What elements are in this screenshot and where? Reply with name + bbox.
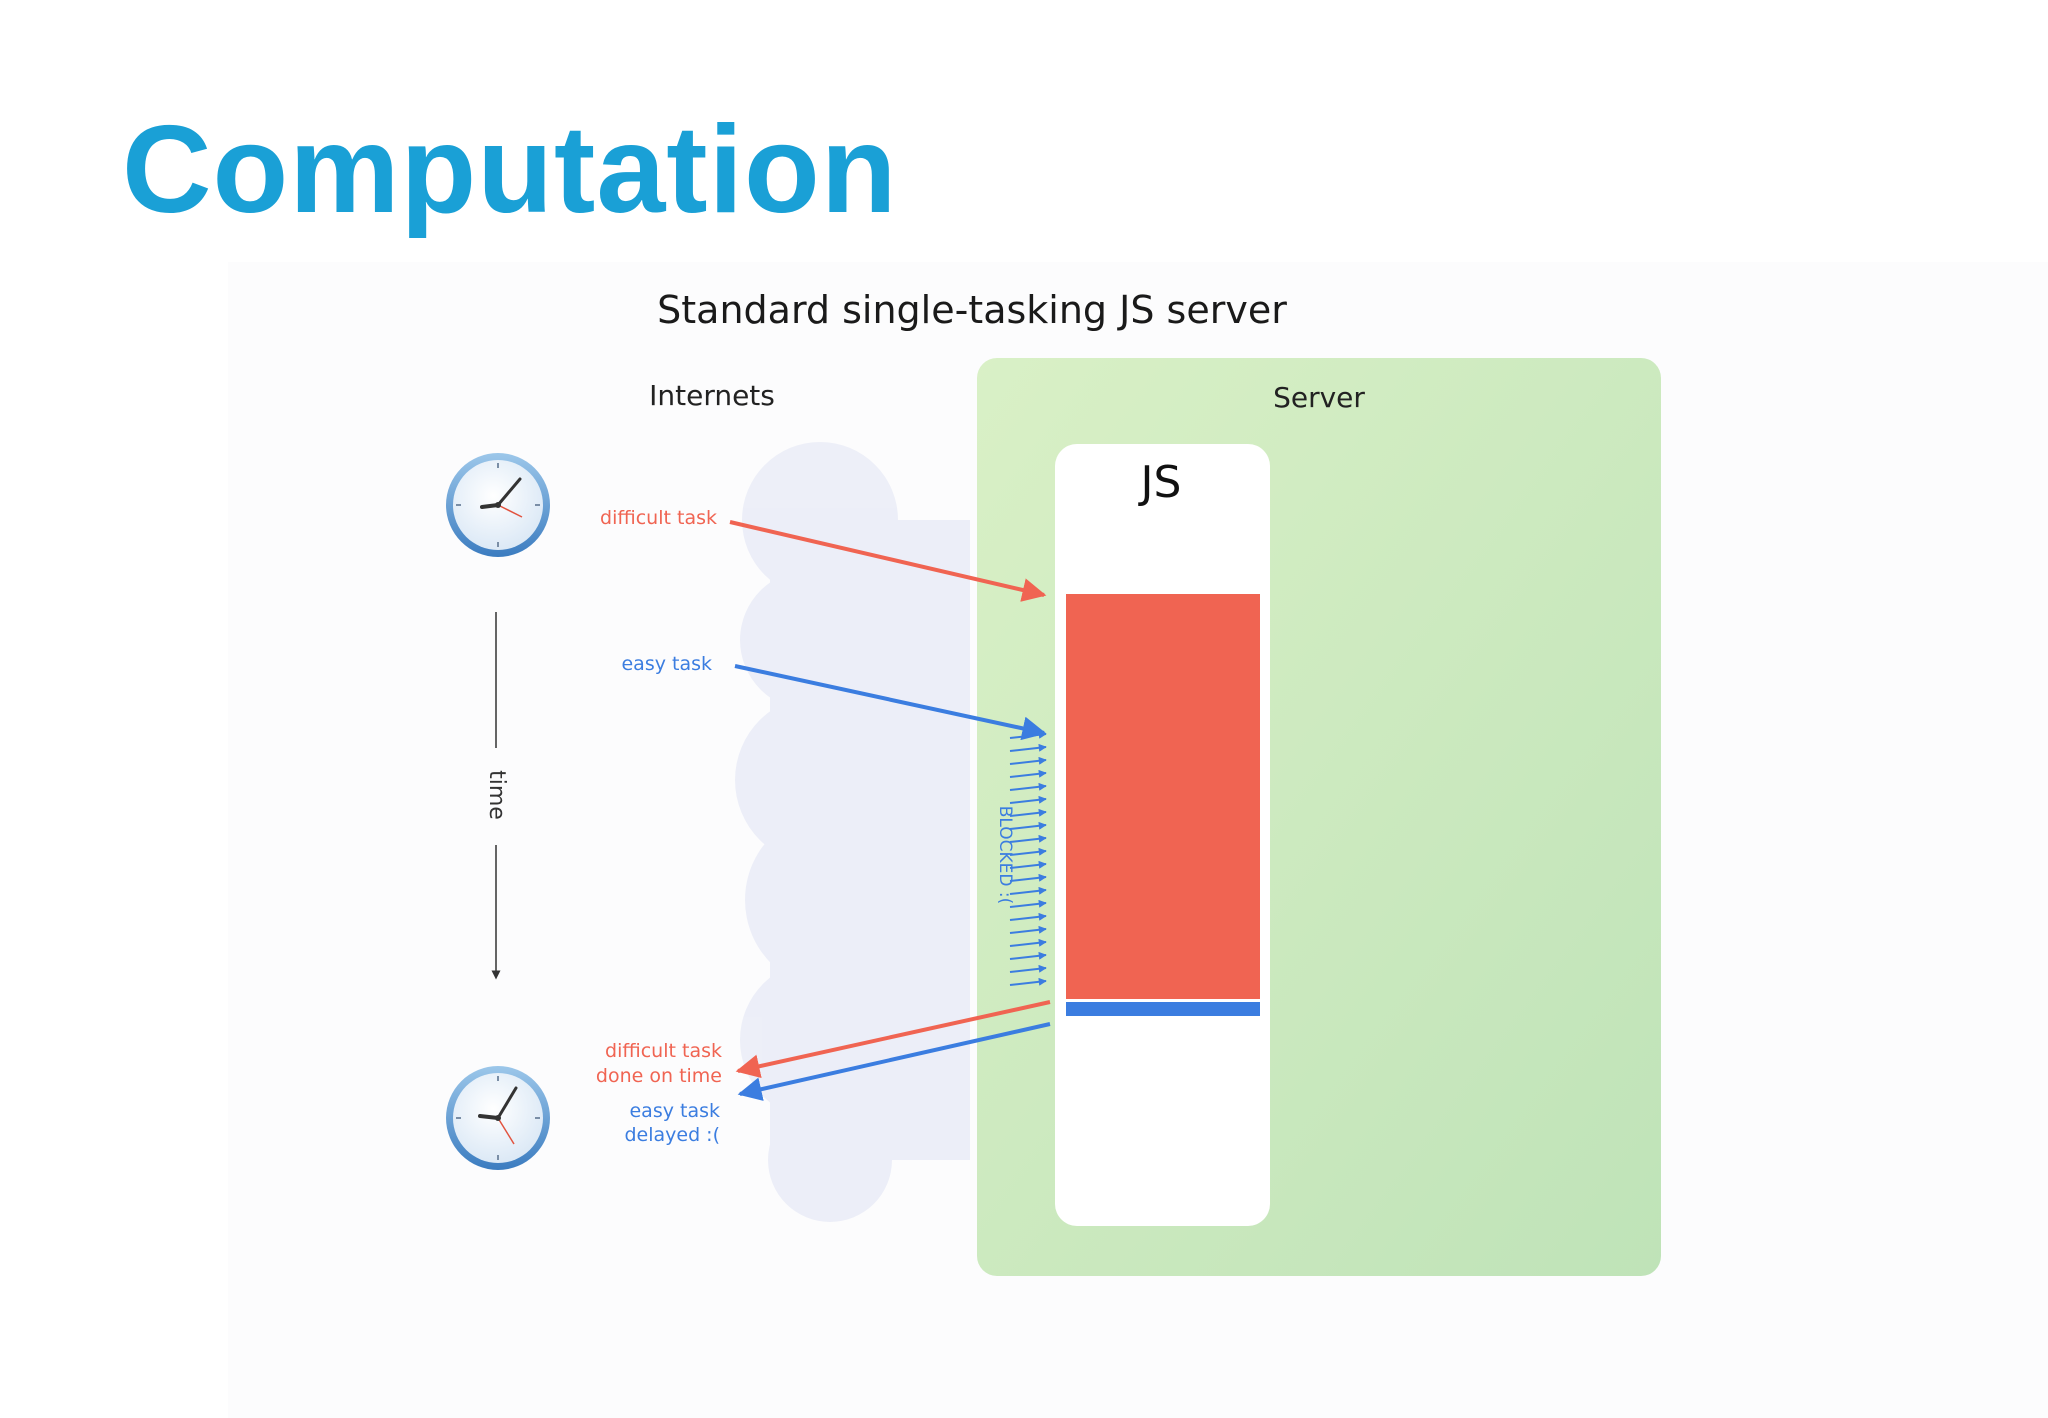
difficult-request-arrow [729,520,1047,602]
blocked-waiting-arrows [1009,730,1047,986]
easy-response-arrow [737,1022,1051,1101]
difficult-task-block [1066,594,1260,999]
js-label: JS [1138,457,1182,508]
internets-label: Internets [649,379,775,412]
cloud-shape [735,442,970,1222]
response-difficult-label-line1: difficult task [605,1040,722,1062]
response-difficult-label-line2: done on time [596,1065,722,1087]
easy-task-block [1066,1002,1260,1016]
request-difficult-label: difficult task [600,507,717,529]
clock-icon [446,1066,550,1170]
difficult-response-arrow [735,1000,1051,1079]
time-axis: time [484,612,509,980]
response-easy-label-line1: easy task [629,1100,720,1122]
time-label: time [484,770,509,820]
slide-title: Computation [122,101,898,239]
blocked-label: BLOCKED :( [995,806,1015,905]
clock-icon [446,453,550,557]
diagram-title: Standard single-tasking JS server [657,288,1287,332]
response-easy-label-line2: delayed :( [624,1124,720,1146]
server-label: Server [1273,381,1365,414]
easy-request-arrow [734,664,1047,741]
request-easy-label: easy task [621,653,712,675]
